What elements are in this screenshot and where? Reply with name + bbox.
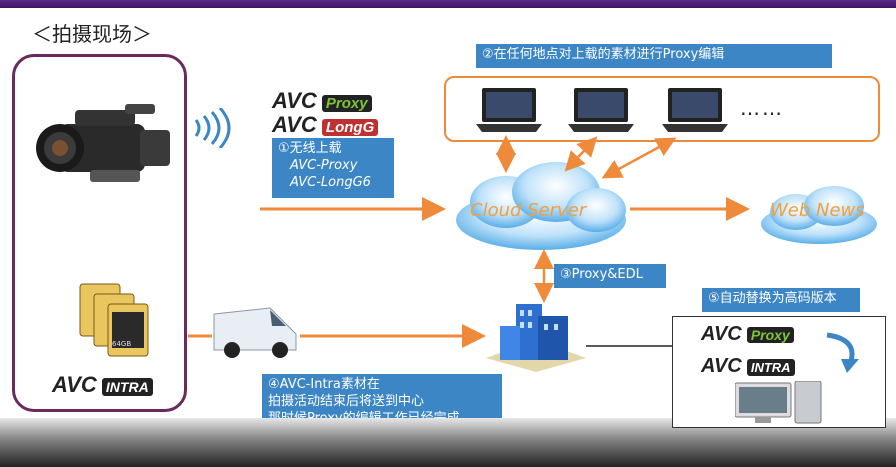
avc-proxy-logo-avc: AVC — [272, 88, 317, 113]
step3-label: ③Proxy&EDL — [554, 264, 666, 288]
avc-intra-station-avc: AVC — [701, 355, 742, 377]
step1-label: ①无线上载 AVC-Proxy AVC-LongG6 — [272, 138, 394, 198]
delivery-van-icon — [213, 307, 297, 358]
avc-proxy-logo: AVC Proxy — [272, 88, 372, 113]
avc-intra-logo-station: AVC INTRA — [701, 355, 795, 378]
avc-proxy-logo-tag: Proxy — [321, 95, 372, 112]
workstation-computer-icon — [735, 381, 822, 424]
avc-proxy-logo-station: AVC Proxy — [701, 323, 794, 346]
web-news-label: Web News — [770, 200, 865, 221]
step1-line1: ①无线上载 — [278, 141, 342, 156]
wireless-signal-icon — [194, 108, 231, 148]
avc-intra-left-avc: AVC — [52, 372, 97, 397]
step1-line2: AVC-Proxy — [290, 158, 358, 173]
shooting-site-frame — [12, 54, 187, 412]
avc-proxy-station-tag: Proxy — [746, 327, 794, 343]
step5-label: ⑤自动替换为高码版本 — [702, 288, 860, 312]
page-title: ＜拍摄现场＞ — [32, 22, 152, 46]
step4-line1: ④AVC-Intra素材在 — [268, 377, 380, 392]
camcorder-icon — [36, 104, 170, 182]
avc-intra-left-tag: INTRA — [101, 378, 153, 396]
arrow-laptop3-cloud — [601, 137, 677, 179]
curved-replace-arrow-icon — [826, 332, 859, 373]
laptop-icon-2 — [568, 88, 634, 132]
editing-station-box: AVC Proxy AVC INTRA — [672, 316, 886, 428]
avc-longg-logo-tag: LongG — [321, 119, 379, 136]
avc-longg-logo: AVC LongG — [272, 112, 379, 137]
cloud-server-icon — [456, 162, 626, 250]
more-ellipsis: …… — [740, 96, 784, 120]
avc-intra-station-tag: INTRA — [746, 359, 795, 376]
web-news-cloud-icon — [761, 186, 877, 244]
p2-card-capacity: 64GB — [112, 340, 132, 348]
top-bar — [0, 0, 896, 8]
arrow-laptop2-cloud — [564, 136, 598, 172]
laptop-icon-1 — [476, 88, 542, 132]
step4-line2: 拍摄活动结束后将送到中心 — [268, 394, 425, 409]
cloud-server-label: Cloud Server — [470, 200, 587, 221]
p2-card-stack-icon — [79, 283, 149, 357]
avc-proxy-station-avc: AVC — [701, 323, 742, 345]
avc-longg-logo-avc: AVC — [272, 112, 317, 137]
broadcast-center-building-icon — [486, 304, 586, 372]
step2-label: ②在任何地点对上载的素材进行Proxy编辑 — [476, 44, 832, 68]
laptop-icon-3 — [662, 88, 728, 132]
step1-line3: AVC-LongG6 — [290, 175, 371, 190]
avc-intra-logo-left: AVC INTRA — [52, 372, 153, 398]
